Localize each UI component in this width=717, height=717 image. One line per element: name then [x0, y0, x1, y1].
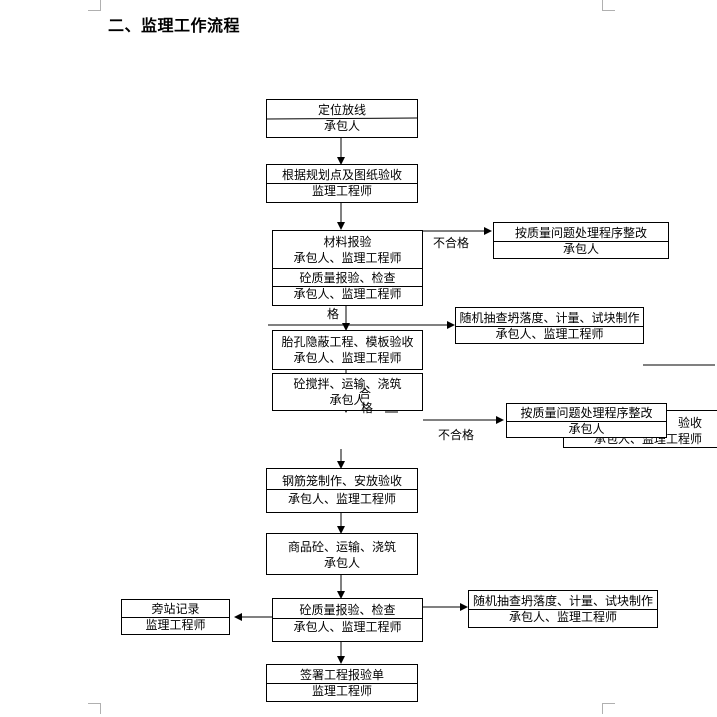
node-material-inspection: 材料报验 承包人、监理工程师 砼质量报验、检查 承包人、监理工程师	[272, 230, 423, 306]
page-corner-mark	[602, 0, 615, 11]
node-commercial-concrete: 商品砼、运输、浇筑 承包人	[266, 533, 418, 575]
node-plan-acceptance: 根据规划点及图纸验收 监理工程师	[266, 164, 418, 203]
unqualified-label: 不合格	[433, 236, 470, 250]
node-random-check-1: 随机抽查坍落度、计量、试块制作 承包人、监理工程师	[455, 307, 644, 344]
page-corner-mark	[88, 703, 101, 714]
section-title: 二、监理工作流程	[108, 16, 241, 35]
node-rebar-cage: 钢筋笼制作、安放验收 承包人、监理工程师	[266, 468, 418, 513]
page-corner-mark	[88, 0, 101, 11]
node-concealed-works: 胎孔隐蔽工程、模板验收 承包人、监理工程师	[272, 330, 423, 370]
node-quality-inspection-2: 砼质量报验、检查 承包人、监理工程师	[272, 598, 423, 642]
node-rectification-1: 按质量问题处理程序整改 承包人	[493, 222, 669, 259]
node-random-check-2: 随机抽查坍落度、计量、试块制作 承包人、监理工程师	[468, 590, 658, 628]
qualified-fragment-label: 合	[359, 387, 372, 401]
node-sign-acceptance: 签署工程报验单 监理工程师	[266, 664, 418, 702]
qualified-fragment-label: 格	[327, 307, 340, 321]
qualified-fragment-label: 格	[361, 401, 374, 415]
node-supervision-record: 旁站记录 监理工程师	[121, 599, 230, 635]
unqualified-label: 不合格	[438, 428, 475, 442]
page-corner-mark	[602, 703, 615, 714]
node-positioning: 定位放线 承包人	[266, 99, 418, 138]
node-rectification-2: 按质量问题处理程序整改 承包人	[506, 403, 667, 438]
node-concrete-pour-1: 砼搅拌、运输、浇筑 承包人	[272, 373, 423, 411]
